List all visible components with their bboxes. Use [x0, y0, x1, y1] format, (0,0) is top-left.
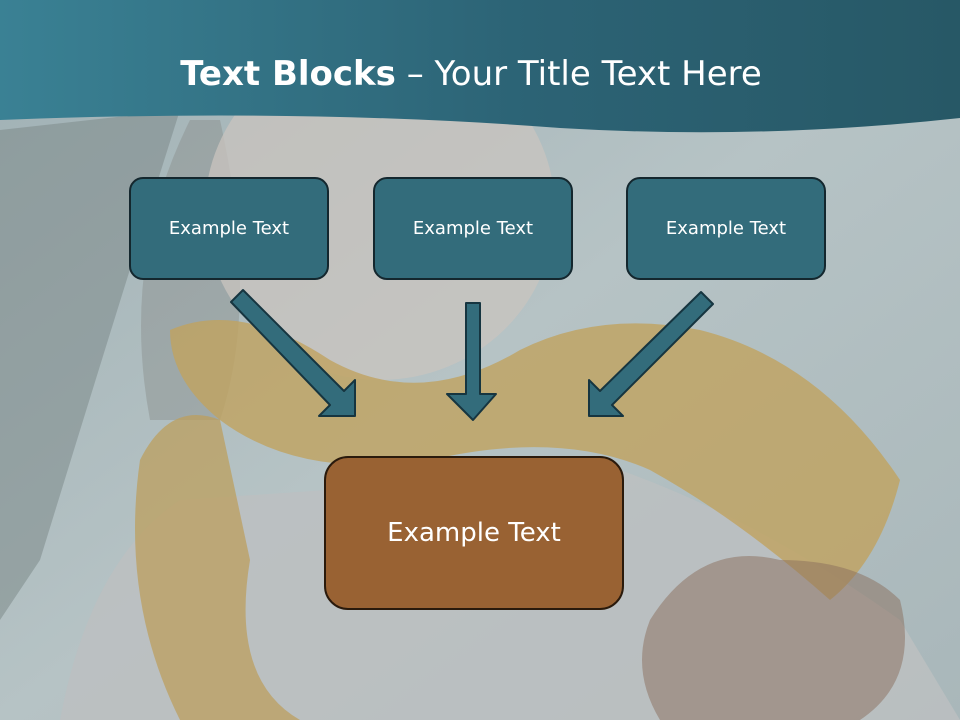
text-block-left[interactable]: Example Text [129, 177, 329, 280]
text-block-bottom[interactable]: Example Text [324, 456, 624, 610]
text-block-middle-label: Example Text [412, 218, 534, 239]
text-block-left-label: Example Text [168, 218, 290, 239]
arrow-right [588, 291, 714, 417]
text-block-middle[interactable]: Example Text [373, 177, 573, 280]
title-rest: Your Title Text Here [434, 54, 762, 94]
arrow-middle [446, 302, 497, 421]
slide-title: Text Blocks – Your Title Text Here [0, 52, 942, 96]
text-block-bottom-label: Example Text [387, 518, 561, 548]
title-bold: Text Blocks [180, 54, 396, 94]
arrow-left [230, 289, 356, 417]
text-block-right-label: Example Text [665, 218, 787, 239]
text-block-right[interactable]: Example Text [626, 177, 826, 280]
title-separator: – [395, 54, 435, 94]
